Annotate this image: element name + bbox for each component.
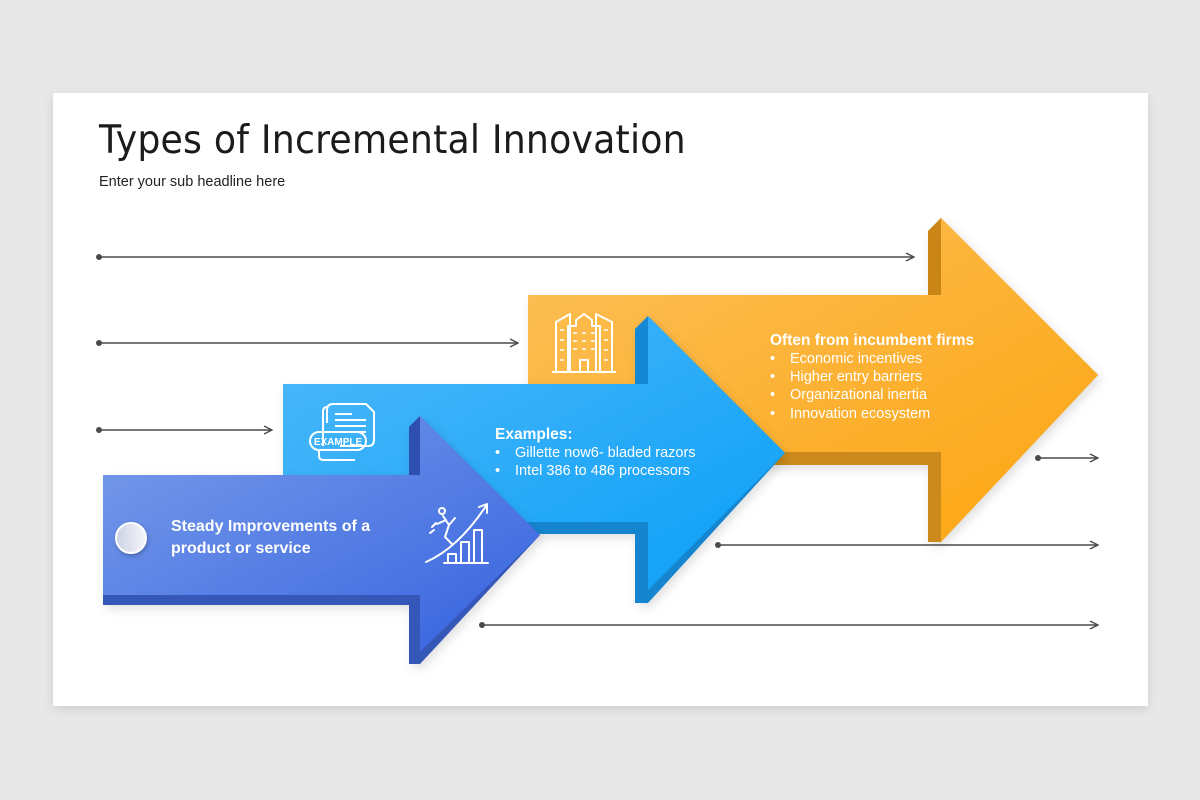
slide-subtitle: Enter your sub headline here [99,174,286,190]
bullet-item: Economic incentives [770,350,974,368]
bullet-item: Innovation ecosystem [770,405,974,423]
blue-arrow-content: Examples: Gillette now6- bladed razors I… [495,425,696,481]
purple-arrow-text: Steady Improvements of a product or serv… [171,518,371,557]
bullet-item: Higher entry barriers [770,368,974,386]
svg-text:EXAMPLE: EXAMPLE [314,437,363,448]
bullet-circle-marker [115,522,147,554]
connector-lines [96,254,1098,628]
bullet-item: Gillette now6- bladed razors [495,444,696,462]
office-buildings-icon [552,313,616,373]
slide-title: Types of Incremental Innovation [99,118,686,163]
climbing-growth-chart-icon [425,503,489,564]
blue-arrow-heading: Examples: [495,426,573,443]
bullet-item: Organizational inertia [770,386,974,404]
orange-arrow-content: Often from incumbent firms Economic ince… [770,331,974,423]
purple-arrow [103,416,540,664]
example-document-icon: EXAMPLE [309,403,375,461]
orange-arrow-bullets: Economic incentives Higher entry barrier… [770,350,974,423]
orange-arrow-heading: Often from incumbent firms [770,332,975,349]
bullet-item: Intel 386 to 486 processors [495,462,696,480]
blue-arrow-bullets: Gillette now6- bladed razors Intel 386 t… [495,444,696,481]
